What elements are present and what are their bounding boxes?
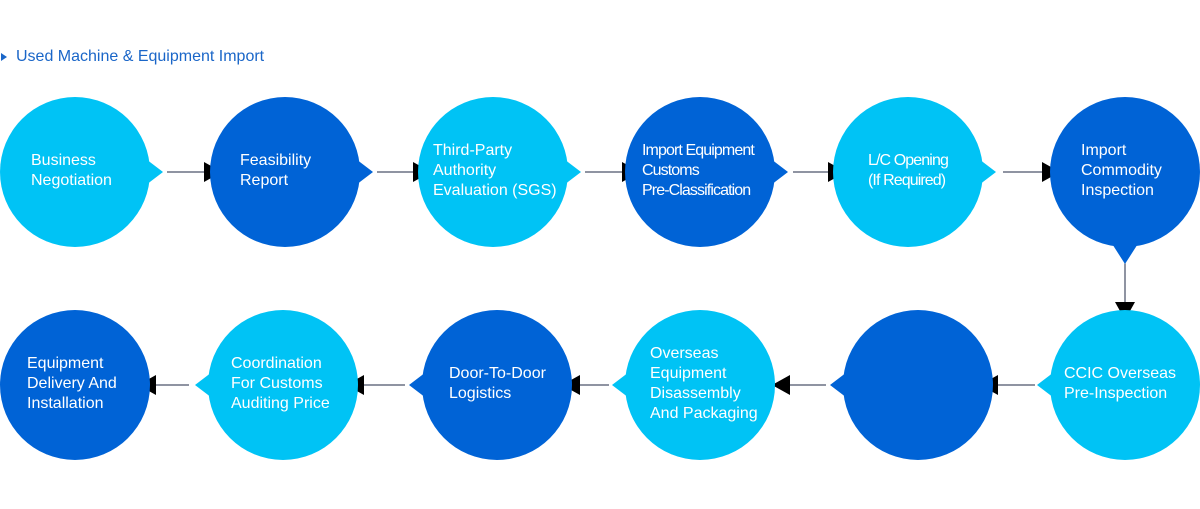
step-node-11: [195, 310, 358, 460]
step-label-line: L/C Opening: [868, 152, 949, 169]
step-label-line: Authority: [433, 162, 497, 179]
step-node-10: [409, 310, 572, 460]
step-label-line: Feasibility: [240, 152, 312, 169]
step-node-5: [833, 97, 996, 247]
step-label-line: Auditing Price: [231, 395, 330, 412]
step-label-line: Logistics: [449, 385, 512, 402]
step-label-line: Inspection: [1081, 182, 1154, 199]
step-node-4: [625, 97, 788, 247]
step-label-line: Business: [31, 152, 96, 169]
step-circle: [1050, 310, 1200, 460]
step-circle: [843, 310, 993, 460]
step-node-8: [830, 310, 993, 460]
step-circle: [0, 97, 150, 247]
step-circle: [625, 97, 775, 247]
step-label-line: Coordination: [231, 355, 322, 372]
step-label-line: And Packaging: [650, 405, 758, 422]
section-title: Used Machine & Equipment Import: [0, 47, 264, 67]
step-label-line: Pre-Inspection: [1064, 385, 1168, 402]
step-label-line: Installation: [27, 395, 104, 412]
speech-pointer: [352, 156, 373, 188]
speech-pointer: [612, 369, 633, 401]
speech-pointer: [560, 156, 581, 188]
section-title-text: Used Machine & Equipment Import: [16, 48, 265, 65]
step-circle: [210, 97, 360, 247]
step-label-5: L/C Opening (If Required): [868, 151, 949, 191]
bullet-triangle-icon: [1, 53, 7, 61]
step-label-line: Disassembly: [650, 385, 741, 402]
step-circle: [0, 310, 150, 460]
step-label-line: (If Required): [868, 172, 946, 189]
step-label-line: Commodity: [1081, 162, 1162, 179]
step-node-1: [0, 97, 163, 247]
step-label-line: Negotiation: [31, 172, 112, 189]
step-label-line: Overseas: [650, 345, 719, 362]
speech-pointer: [195, 369, 216, 401]
speech-pointer: [1037, 369, 1058, 401]
step-label-line: Evaluation (SGS): [433, 182, 557, 199]
step-circle: [1050, 97, 1200, 247]
step-node-3: [418, 97, 581, 247]
step-node-9: [612, 310, 775, 460]
step-label-line: Import: [1081, 142, 1127, 159]
step-circle: [833, 97, 983, 247]
step-node-12: [0, 310, 150, 460]
speech-pointer: [975, 156, 996, 188]
step-label-line: Equipment: [27, 355, 104, 372]
speech-pointer: [767, 156, 788, 188]
step-label-line: Door-To-Door: [449, 365, 546, 382]
step-label-line: Third-Party: [433, 142, 513, 159]
step-circle: [625, 310, 775, 460]
speech-pointer: [142, 156, 163, 188]
step-label-line: For Customs: [231, 375, 323, 392]
speech-pointer: [830, 369, 851, 401]
step-label-line: Report: [240, 172, 289, 189]
step-label-line: Pre-Classification: [642, 182, 751, 199]
speech-pointer: [1109, 239, 1141, 264]
step-label-line: Delivery And: [27, 375, 117, 392]
step-label-line: Customs: [642, 162, 700, 179]
step-label-line: Import Equipment: [642, 142, 755, 159]
step-label-line: Equipment: [650, 365, 727, 382]
step-circle: [208, 310, 358, 460]
step-circle: [422, 310, 572, 460]
step-node-6: [1050, 97, 1200, 264]
step-label-line: CCIC Overseas: [1064, 365, 1177, 382]
step-circle: [418, 97, 568, 247]
step-node-2: [210, 97, 373, 247]
step-node-7: [1037, 310, 1200, 460]
connector-bottom-2-arrowhead-icon: [772, 375, 790, 395]
speech-pointer: [409, 369, 430, 401]
